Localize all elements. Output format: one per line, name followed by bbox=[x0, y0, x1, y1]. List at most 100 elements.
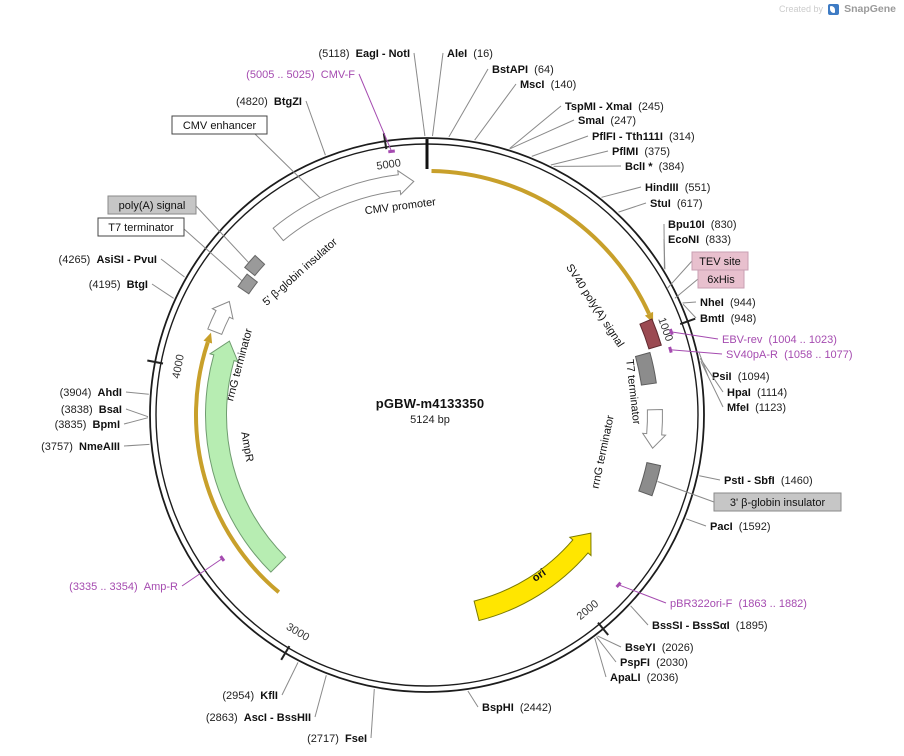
feature-label-tev-site[interactable]: TEV site bbox=[699, 256, 741, 268]
primer-label-Amp-R[interactable]: (3335 .. 3354) Amp-R bbox=[69, 581, 178, 593]
primer-leader-line bbox=[671, 331, 719, 340]
scale-tick bbox=[280, 645, 291, 661]
enzyme-site-label[interactable]: (5118) EagI - NotI bbox=[319, 48, 410, 60]
enzyme-site-label[interactable]: BseYI (2026) bbox=[625, 642, 694, 654]
enzyme-site-label[interactable]: (2717) FseI bbox=[307, 733, 367, 745]
leader-line bbox=[151, 283, 174, 299]
enzyme-site-label[interactable]: ApaLI (2036) bbox=[610, 672, 678, 684]
leader-line bbox=[474, 83, 517, 141]
feature-label-cmv-promoter[interactable]: CMV promoter bbox=[364, 196, 437, 217]
leader-line bbox=[594, 637, 607, 678]
enzyme-site-label[interactable]: MfeI (1123) bbox=[727, 402, 786, 414]
feature-label-box-t7-terminator-left[interactable] bbox=[97, 217, 185, 237]
feature-label-box-cmv-enhancer[interactable] bbox=[171, 115, 268, 135]
leader-line bbox=[509, 119, 575, 150]
enzyme-site-label[interactable]: BssSI - BssSαI (1895) bbox=[652, 620, 768, 632]
feature-label-ampr[interactable]: AmpR bbox=[238, 431, 255, 463]
feature-label-t7-terminator-left[interactable]: T7 terminator bbox=[108, 222, 174, 234]
primer-label-SV40pA-R[interactable]: SV40pA-R (1058 .. 1077) bbox=[726, 349, 853, 361]
enzyme-site-label[interactable]: PflFI - Tth111I (314) bbox=[592, 131, 695, 143]
primer-leader-line bbox=[618, 584, 667, 604]
enzyme-site-label[interactable]: (4820) BtgZI bbox=[236, 96, 302, 108]
enzyme-site-label[interactable]: (4265) AsiSI - PvuI bbox=[59, 254, 157, 266]
enzyme-site-label[interactable]: StuI (617) bbox=[650, 198, 703, 210]
leader-line bbox=[682, 303, 697, 319]
primer-pBR322ori-F[interactable] bbox=[615, 581, 622, 589]
enzyme-site-label[interactable]: PspFI (2030) bbox=[620, 657, 688, 669]
leader-line bbox=[663, 238, 666, 270]
enzyme-site-label[interactable]: (3835) BpmI bbox=[55, 419, 120, 431]
leader-line bbox=[432, 52, 444, 137]
feature-transgene-cds[interactable] bbox=[431, 169, 651, 315]
primer-leader-line bbox=[358, 73, 393, 152]
primer-label-pBR322ori-F[interactable]: pBR322ori-F (1863 .. 1882) bbox=[670, 598, 807, 610]
plasmid-name: pGBW-m4133350 bbox=[375, 396, 485, 411]
scale-tick-label: 2000 bbox=[575, 598, 602, 623]
leader-line bbox=[314, 675, 327, 718]
enzyme-site-label[interactable]: (3838) BsaI bbox=[61, 404, 122, 416]
enzyme-site-label[interactable]: HpaI (1114) bbox=[727, 387, 787, 399]
feature-ampr-cds[interactable] bbox=[193, 341, 281, 594]
feature-ampr[interactable] bbox=[205, 340, 287, 573]
feature-label-sv40-polya[interactable]: SV40 poly(A) signal bbox=[563, 262, 626, 349]
enzyme-site-label[interactable]: PstI - SbfI (1460) bbox=[724, 475, 813, 487]
feature-label-6xhis[interactable]: 6xHis bbox=[707, 274, 735, 286]
leader-line bbox=[183, 228, 243, 281]
feature-rrng-terminator-left[interactable] bbox=[207, 300, 234, 336]
scale-tick bbox=[597, 621, 609, 636]
enzyme-site-label[interactable]: BspHI (2442) bbox=[482, 702, 552, 714]
enzyme-site-label[interactable]: MscI (140) bbox=[520, 79, 576, 91]
enzyme-site-label[interactable]: BstAPI (64) bbox=[492, 64, 554, 76]
leader-line bbox=[123, 443, 150, 447]
feature-sv40-polya-signal[interactable] bbox=[639, 318, 662, 350]
watermark: Created by SnapGene bbox=[779, 3, 896, 15]
enzyme-site-label[interactable]: Bpu10I (830) bbox=[668, 219, 736, 231]
feature-rrng-terminator-right[interactable] bbox=[641, 408, 667, 449]
feature-label-box-insulator-3[interactable] bbox=[713, 492, 842, 512]
enzyme-site-label[interactable]: PsiI (1094) bbox=[712, 371, 770, 383]
feature-t7-terminator-right[interactable] bbox=[634, 351, 657, 386]
leader-line bbox=[281, 662, 299, 696]
leader-line bbox=[448, 68, 489, 138]
enzyme-site-label[interactable]: BmtI (948) bbox=[700, 313, 756, 325]
leader-line bbox=[618, 202, 647, 213]
enzyme-site-label[interactable]: (3757) NmeAIII bbox=[41, 441, 120, 453]
enzyme-site-label[interactable]: NheI (944) bbox=[700, 297, 756, 309]
enzyme-site-label[interactable]: (4195) BtgI bbox=[89, 279, 148, 291]
enzyme-site-label[interactable]: (2863) AscI - BssHII bbox=[206, 712, 311, 724]
feature-label-polya-signal[interactable]: poly(A) signal bbox=[119, 200, 186, 212]
enzyme-site-label[interactable]: PflMI (375) bbox=[612, 146, 670, 158]
enzyme-site-label[interactable]: SmaI (247) bbox=[578, 115, 636, 127]
scale-tick-label: 4000 bbox=[170, 353, 186, 379]
feature-ori[interactable] bbox=[473, 532, 592, 622]
feature-polya-signal-left[interactable] bbox=[243, 254, 266, 277]
feature-cmv-promoter[interactable] bbox=[272, 169, 415, 242]
feature-label-box-polya-signal[interactable] bbox=[107, 195, 197, 215]
leader-line bbox=[467, 690, 479, 708]
feature-ampr-cds-arrowhead[interactable] bbox=[203, 332, 213, 344]
leader-line bbox=[531, 135, 589, 157]
feature-t7-terminator-left[interactable] bbox=[237, 273, 259, 295]
leader-line bbox=[685, 518, 707, 527]
leader-line bbox=[550, 150, 609, 166]
primer-label-CMV-F[interactable]: (5005 .. 5025) CMV-F bbox=[246, 69, 355, 81]
snapgene-logo-icon bbox=[828, 3, 840, 15]
primer-label-EBV-rev[interactable]: EBV-rev (1004 .. 1023) bbox=[722, 334, 837, 346]
leader-line bbox=[682, 301, 697, 304]
enzyme-site-label[interactable]: EcoNI (833) bbox=[668, 234, 731, 246]
enzyme-site-label[interactable]: AleI (16) bbox=[447, 48, 493, 60]
enzyme-site-label[interactable]: PacI (1592) bbox=[710, 521, 771, 533]
feature-3-beta-globin-insulator[interactable] bbox=[638, 462, 662, 497]
enzyme-site-label[interactable]: (2954) KflI bbox=[222, 690, 278, 702]
scale-tick-label: 3000 bbox=[284, 621, 311, 644]
feature-label-box-6xhis[interactable] bbox=[697, 269, 745, 289]
enzyme-site-label[interactable]: HindIII (551) bbox=[645, 182, 710, 194]
feature-label-rrng-terminator-right[interactable]: rrnG terminator bbox=[590, 414, 617, 490]
feature-label-insulator-3[interactable]: 3' β-globin insulator bbox=[730, 497, 826, 509]
feature-label-cmv-enhancer[interactable]: CMV enhancer bbox=[183, 120, 257, 132]
enzyme-site-label[interactable]: BclI * (384) bbox=[625, 161, 684, 173]
enzyme-site-label[interactable]: TspMI - XmaI (245) bbox=[565, 101, 664, 113]
feature-label-insulator-5[interactable]: 5' β-globin insulator bbox=[261, 236, 340, 308]
enzyme-site-label[interactable]: (3904) AhdI bbox=[60, 387, 122, 399]
